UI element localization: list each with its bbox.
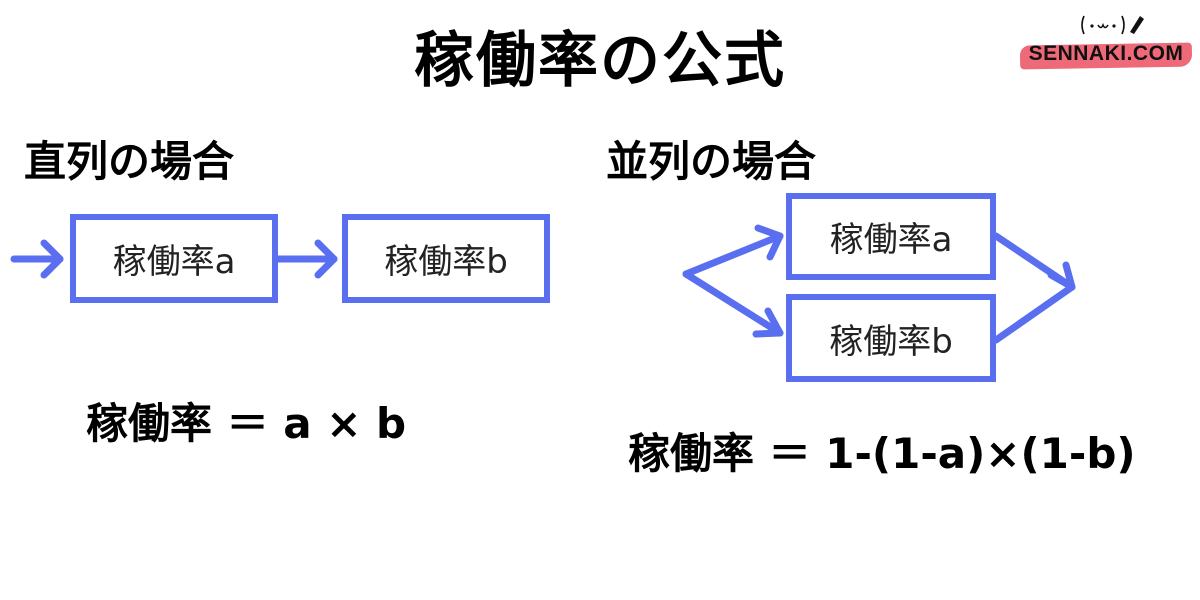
series-input-arrow: [10, 239, 64, 279]
series-box-b: 稼働率b: [342, 214, 550, 303]
page-title: 稼働率の公式: [414, 26, 786, 96]
series-link-arrow: [274, 239, 338, 279]
series-heading: 直列の場合: [24, 137, 235, 186]
parallel-box-a: 稼働率a: [786, 193, 996, 280]
series-box-a: 稼働率a: [70, 214, 278, 303]
parallel-split-arrow-b: [682, 270, 784, 338]
parallel-box-b: 稼働率b: [786, 294, 996, 382]
series-formula: 稼働率 ＝ a × b: [86, 399, 407, 448]
logo-text: SENNAKI.COM: [1028, 42, 1184, 65]
parallel-box-a-label: 稼働率a: [829, 220, 953, 260]
parallel-heading: 並列の場合: [606, 137, 817, 186]
parallel-box-b-label: 稼働率b: [829, 321, 953, 362]
series-box-a-label: 稼働率a: [112, 242, 236, 282]
parallel-split-arrow-a: [682, 224, 784, 278]
series-box-b-label: 稼働率b: [384, 242, 508, 282]
parallel-formula: 稼働率 ＝ 1-(1-a)×(1-b): [628, 429, 1136, 478]
parallel-merge-arrow: [992, 232, 1076, 344]
site-logo: SENNAKI.COM: [1019, 40, 1193, 70]
logo-mascot-icon: [1078, 12, 1148, 38]
